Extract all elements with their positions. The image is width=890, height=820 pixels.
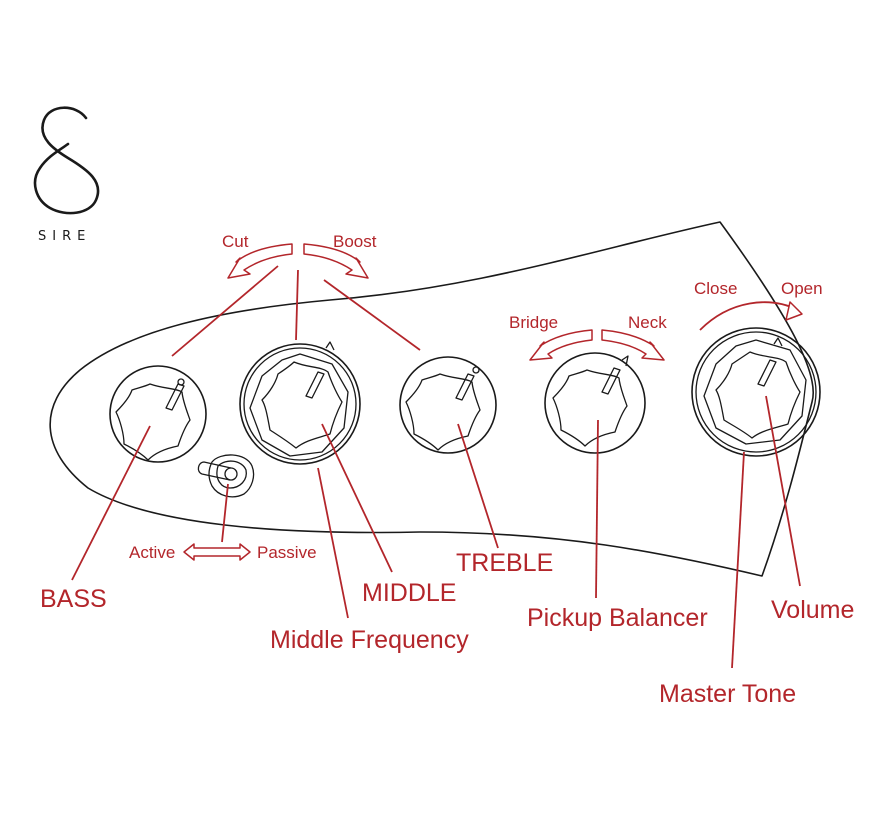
sire-logo: SIRE <box>33 106 100 244</box>
label-treble: TREBLE <box>456 549 553 577</box>
bridge-arrow <box>529 329 593 361</box>
close-open-arrow <box>699 301 803 331</box>
volume-leader <box>765 395 801 587</box>
treble-knob[interactable] <box>399 356 497 454</box>
cut-arrow <box>227 243 293 279</box>
treble-leader <box>457 423 499 549</box>
sire-logo-mark <box>33 106 100 215</box>
cut-boost-arrows <box>227 243 369 279</box>
brand-name: SIRE <box>38 229 91 244</box>
eq-leader-right <box>323 279 421 351</box>
active-passive-arrow <box>183 543 251 561</box>
label-bass: BASS <box>40 585 107 613</box>
label-passive: Passive <box>257 543 317 562</box>
label-active: Active <box>129 543 175 562</box>
master-tone-leader <box>731 451 745 669</box>
middle-stacked-knob[interactable] <box>239 341 361 465</box>
label-pickup-balancer: Pickup Balancer <box>527 604 708 632</box>
bridge-neck-arrows <box>529 329 665 361</box>
eq-leader-center <box>295 269 299 341</box>
control-plate-outline <box>49 221 814 577</box>
labels: Cut Boost Bridge Neck Close Open Active … <box>40 232 854 708</box>
label-close: Close <box>694 279 737 298</box>
label-volume: Volume <box>771 596 854 624</box>
volume-tone-stacked-knob[interactable] <box>691 327 821 457</box>
label-open: Open <box>781 279 823 298</box>
pickup-balancer-knob[interactable] <box>544 352 646 454</box>
label-master-tone: Master Tone <box>659 680 796 708</box>
boost-arrow <box>303 243 369 279</box>
active-passive-switch[interactable] <box>197 454 255 498</box>
middle-frequency-leader <box>317 467 349 619</box>
switch-leader <box>221 483 229 543</box>
label-cut: Cut <box>222 232 249 251</box>
label-boost: Boost <box>333 232 377 251</box>
label-neck: Neck <box>628 313 667 332</box>
label-bridge: Bridge <box>509 313 558 332</box>
label-middle: MIDDLE <box>362 579 456 607</box>
neck-arrow <box>601 329 665 361</box>
leader-lines <box>71 265 801 669</box>
bass-leader <box>71 425 151 581</box>
middle-leader <box>321 423 393 573</box>
eq-leader-left <box>171 265 279 357</box>
label-middle-frequency: Middle Frequency <box>270 626 469 654</box>
pickup-balancer-leader <box>595 419 599 599</box>
bass-knob[interactable] <box>109 365 207 463</box>
